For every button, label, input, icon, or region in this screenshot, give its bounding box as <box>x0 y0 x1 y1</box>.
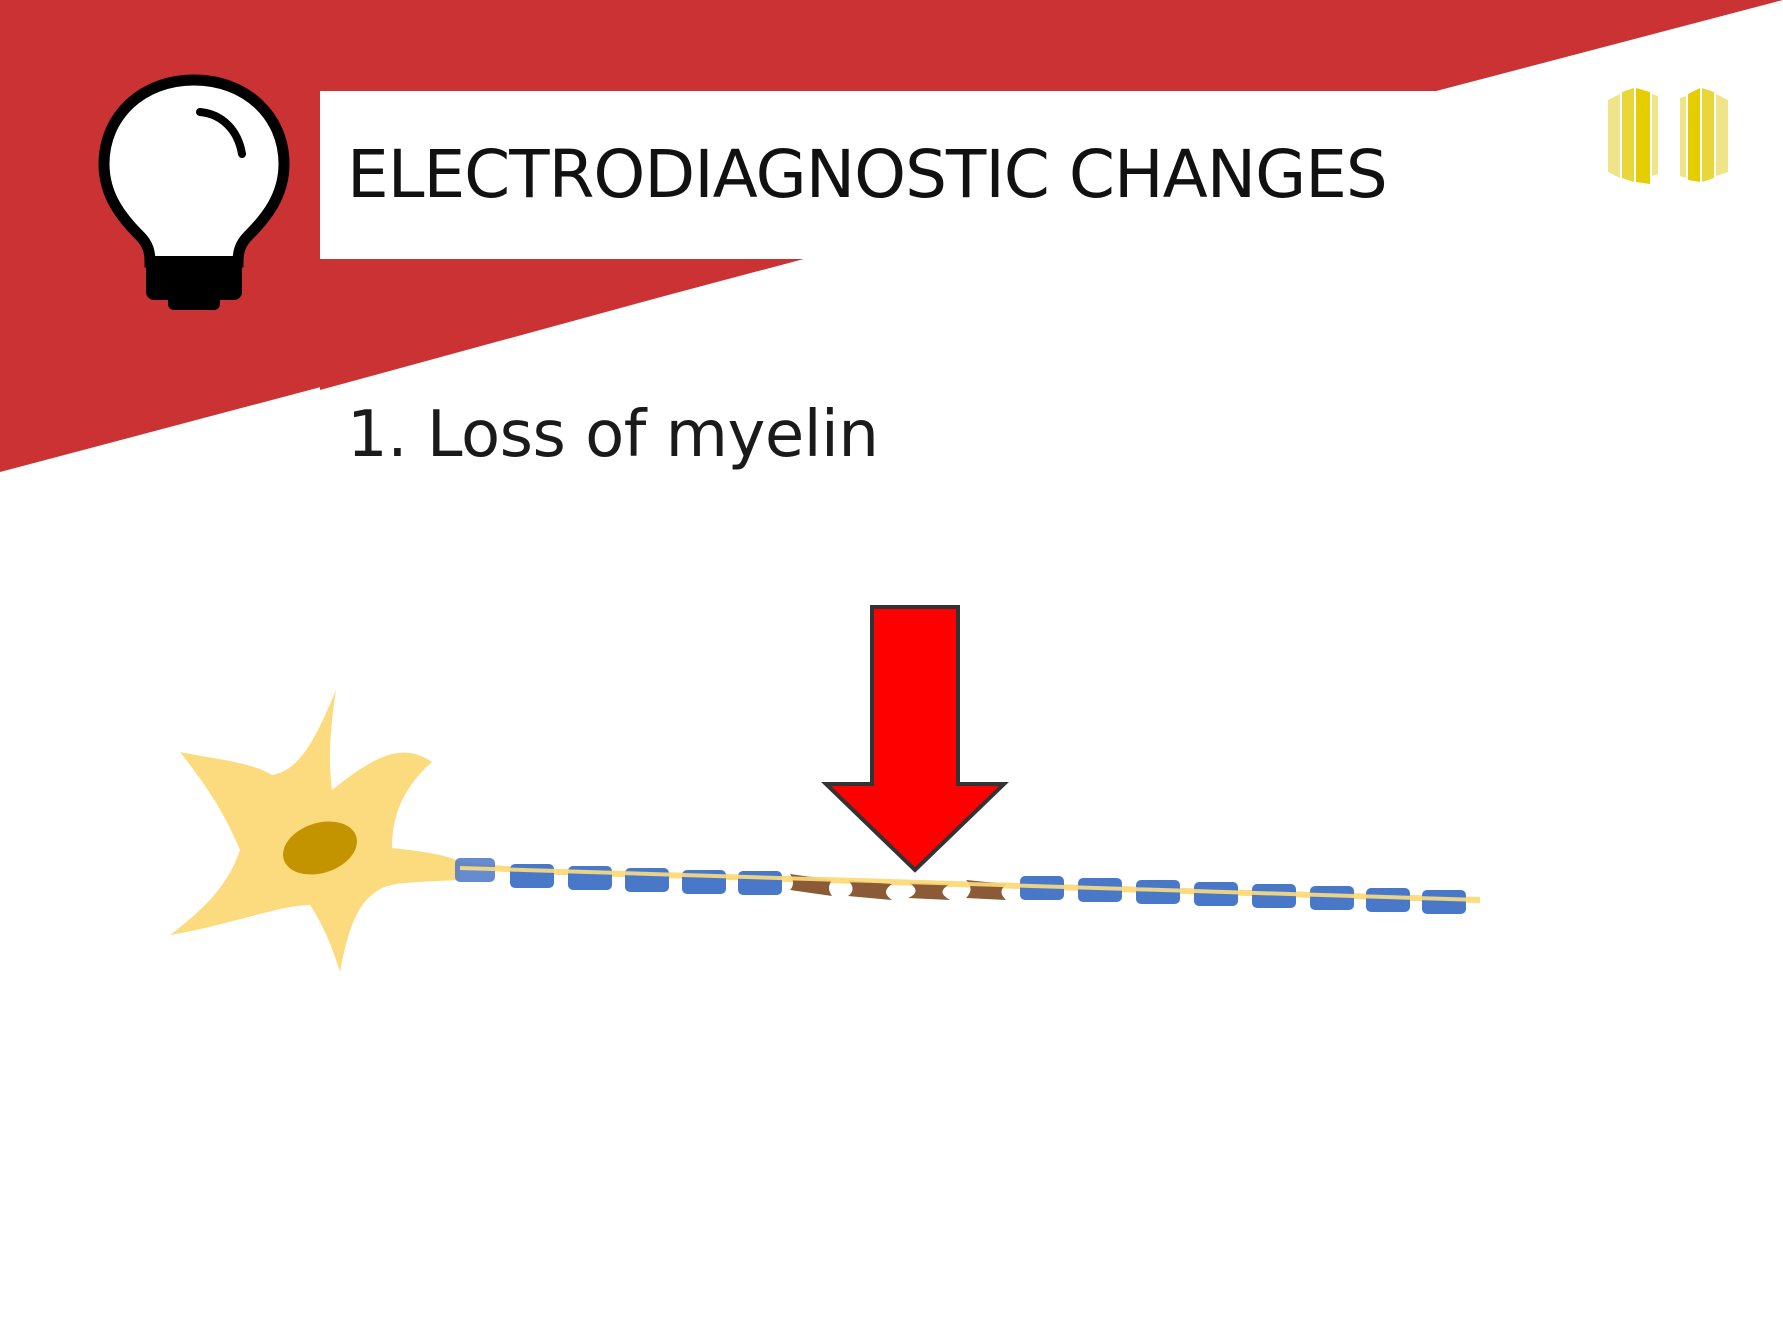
down-arrow-icon <box>821 605 1009 873</box>
slide-title: ELECTRODIAGNOSTIC CHANGES <box>347 136 1388 213</box>
title-box <box>320 91 1440 259</box>
lightbulb-icon <box>98 74 290 310</box>
bullet-point: 1. Loss of myelin <box>347 398 879 472</box>
nucleus <box>283 821 357 875</box>
myelin-segments-right <box>1020 876 1466 914</box>
book-stripes-logo <box>1608 88 1728 184</box>
